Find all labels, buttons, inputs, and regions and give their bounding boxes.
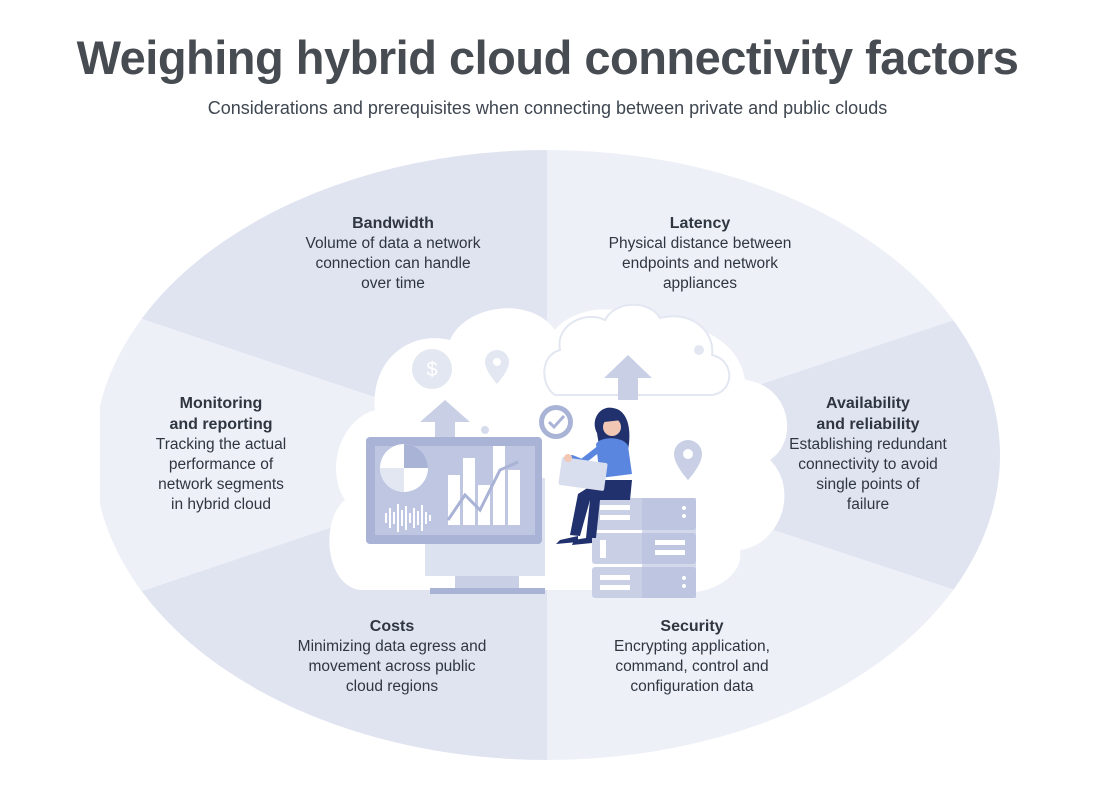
svg-text:$: $ (426, 359, 437, 381)
factor-description: Volume of data a network connection can … (305, 235, 481, 292)
pie-chart-icon (380, 444, 428, 492)
factor-description: Encrypting application, command, control… (614, 638, 770, 695)
factor-title: Availability and reliability (816, 395, 920, 433)
dollar-icon: $ (412, 349, 452, 389)
factor-security: Security Encrypting application, command… (567, 616, 817, 697)
factor-availability-reliability: Availability and reliability Establishin… (743, 393, 993, 515)
factor-title: Bandwidth (352, 215, 434, 232)
factor-bandwidth: Bandwidth Volume of data a network conne… (268, 213, 518, 294)
page-subtitle: Considerations and prerequisites when co… (207, 98, 888, 118)
person-with-laptop-icon (556, 407, 632, 545)
factor-description: Minimizing data egress and movement acro… (297, 638, 487, 695)
factor-title: Costs (369, 618, 415, 635)
bar-chart-icon (446, 446, 520, 525)
location-pin-icon (485, 350, 509, 384)
upload-arrow-icon (604, 355, 652, 400)
factor-title: Monitoring and reporting (169, 395, 273, 433)
factor-monitoring-reporting: Monitoring and reporting Tracking the ac… (96, 393, 346, 515)
factor-title: Latency (669, 215, 731, 232)
factor-title: Security (660, 618, 724, 635)
waveform-icon (385, 504, 431, 532)
factor-description: Establishing redundant connectivity to a… (789, 436, 947, 513)
factor-description: Physical distance between endpoints and … (608, 235, 792, 292)
location-pin-icon (674, 440, 702, 480)
server-stack-icon (592, 498, 696, 598)
cloud-illustration: $ (329, 303, 788, 598)
upload-arrow-icon (420, 400, 470, 440)
page-title: Weighing hybrid cloud connectivity facto… (76, 31, 1019, 84)
factor-description: Tracking the actual performance of netwo… (155, 436, 287, 513)
factor-costs: Costs Minimizing data egress and movemen… (262, 616, 522, 697)
factor-latency: Latency Physical distance between endpoi… (575, 213, 825, 294)
segment-monitoring (100, 305, 547, 605)
checkmark-badge-icon (539, 405, 573, 439)
